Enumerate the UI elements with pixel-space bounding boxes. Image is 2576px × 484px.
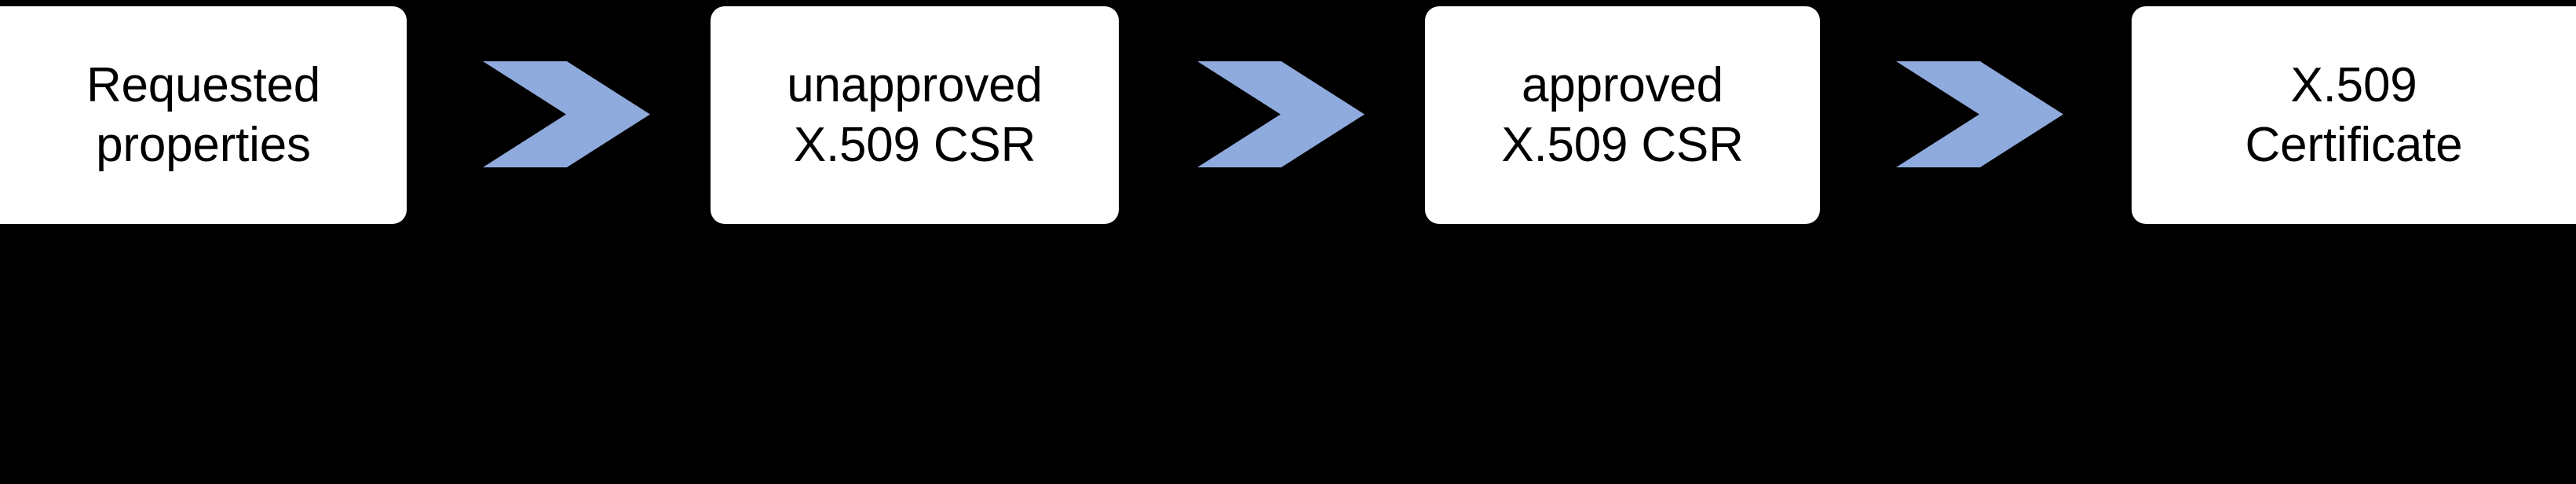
chevron-right-icon <box>483 61 650 167</box>
node-label-line1: approved <box>1522 57 1723 112</box>
process-flow: Requested properties unapproved X.509 CS… <box>0 0 2576 236</box>
node-x509-certificate[interactable]: X.509 Certificate <box>2132 6 2576 224</box>
node-label-line2: X.509 CSR <box>1501 117 1744 172</box>
node-unapproved-csr[interactable]: unapproved X.509 CSR <box>711 6 1119 224</box>
node-label-line2: X.509 CSR <box>793 117 1036 172</box>
node-approved-csr[interactable]: approved X.509 CSR <box>1425 6 1820 224</box>
chevron-right-icon <box>1896 61 2063 167</box>
chevron-right-icon <box>1197 61 1365 167</box>
node-label-line2: Certificate <box>2245 117 2463 172</box>
node-label-line1: Requested <box>86 57 321 112</box>
node-label-line2: properties <box>96 117 311 172</box>
node-label-line1: X.509 <box>2290 57 2417 112</box>
node-label-line1: unapproved <box>787 57 1043 112</box>
node-requested-properties[interactable]: Requested properties <box>0 6 407 224</box>
